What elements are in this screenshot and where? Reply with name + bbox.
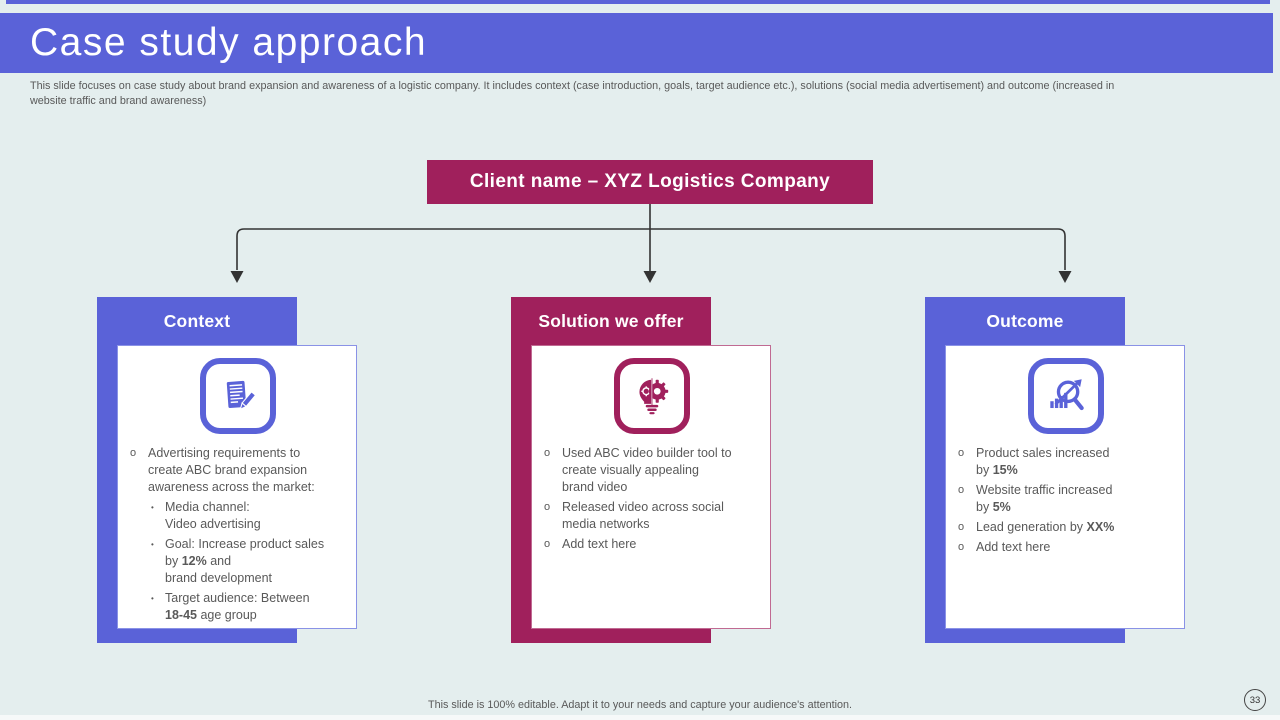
magnifier-growth-icon (1028, 358, 1104, 434)
bullet-item: o Released video across social media netw… (541, 499, 765, 533)
circle-bullet-marker: o (544, 447, 551, 459)
connector-lines (230, 204, 1072, 283)
client-name-box: Client name – XYZ Logistics Company (427, 160, 873, 204)
bullet-item: o Add text here (955, 539, 1179, 556)
arrowhead-center (643, 271, 657, 283)
bullet-text: Add text here (562, 537, 637, 551)
page-number: 33 (1249, 694, 1261, 706)
circle-bullet-marker: o (958, 484, 965, 496)
solution-card: o Used ABC video builder tool to create v… (531, 345, 771, 629)
bullet-text: Media channel: Video advertising (165, 500, 261, 531)
bullet-text: Website traffic increased by 5% (976, 483, 1113, 514)
dot-bullet-marker: • (151, 503, 154, 512)
bullet-text: Add text here (976, 540, 1051, 554)
top-accent-strip (6, 0, 1270, 4)
bullet-item: o Lead generation by XX% (955, 519, 1179, 536)
bullet-item: o Advertising requirements to create ABC … (127, 445, 351, 496)
bullet-text: Product sales increased by 15% (976, 446, 1110, 477)
bullet-text: Advertising requirements to create ABC b… (148, 446, 315, 494)
dot-bullet-marker: • (151, 540, 154, 549)
circle-bullet-marker: o (130, 447, 137, 459)
client-name-label: Client name – XYZ Logistics Company (469, 171, 831, 192)
solution-header: Solution we offer (538, 311, 684, 331)
context-bullets: o Advertising requirements to create ABC … (127, 445, 351, 627)
circle-bullet-marker: o (958, 447, 965, 459)
bullet-text: Used ABC video builder tool to create vi… (562, 446, 732, 494)
slide-subtitle: This slide focuses on case study about b… (30, 80, 1115, 107)
bullet-item: • Target audience: Between 18-45 age grou… (147, 590, 351, 624)
bullet-text: Released video across social media netwo… (562, 500, 724, 531)
outcome-header: Outcome (986, 311, 1064, 331)
column-context: Context (97, 297, 357, 643)
bullet-item: o Add text here (541, 536, 765, 553)
bullet-text: Goal: Increase product sales by 12% and … (165, 537, 325, 585)
bottom-edge-strip (0, 715, 1280, 720)
bulb-gear-icon (614, 358, 690, 434)
circle-bullet-marker: o (958, 521, 965, 533)
bullet-item: • Media channel: Video advertising (147, 499, 351, 533)
circle-bullet-marker: o (544, 501, 551, 513)
solution-bullets: o Used ABC video builder tool to create v… (541, 445, 765, 556)
arrowhead-left (230, 271, 244, 283)
notepad-pencil-icon (200, 358, 276, 434)
footer-note: This slide is 100% editable. Adapt it to… (427, 699, 852, 711)
bullet-item: • Goal: Increase product sales by 12% and… (147, 536, 351, 587)
arrowhead-right (1058, 271, 1072, 283)
context-card: o Advertising requirements to create ABC … (117, 345, 357, 629)
page-title: Case study approach (30, 21, 428, 64)
page-number-badge: 33 (1244, 689, 1266, 711)
circle-bullet-marker: o (958, 541, 965, 553)
bullet-item: o Used ABC video builder tool to create v… (541, 445, 765, 496)
bullet-text: Lead generation by XX% (976, 520, 1115, 534)
column-solution: Solution we offer (511, 297, 771, 643)
title-band: Case study approach (0, 13, 1273, 73)
context-header: Context (163, 311, 231, 331)
bullet-item: o Website traffic increased by 5% (955, 482, 1179, 516)
dot-bullet-marker: • (151, 594, 154, 603)
bullet-item: o Product sales increased by 15% (955, 445, 1179, 479)
bullet-text: Target audience: Between 18-45 age group (165, 591, 310, 622)
circle-bullet-marker: o (544, 538, 551, 550)
